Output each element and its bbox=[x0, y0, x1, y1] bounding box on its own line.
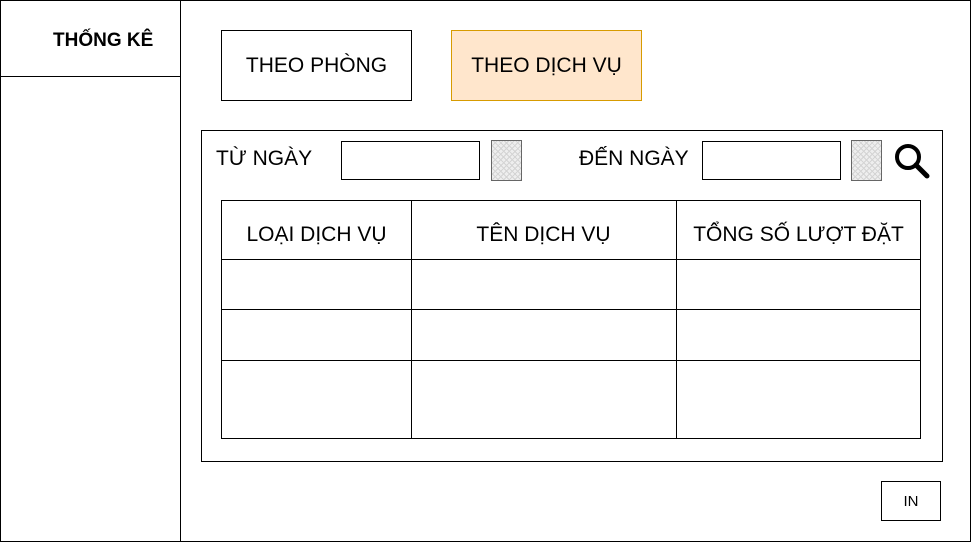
sidebar-title: THỐNG KÊ bbox=[53, 30, 154, 51]
row-divider bbox=[222, 309, 920, 310]
table-row[interactable] bbox=[222, 361, 920, 438]
to-date-calendar-button[interactable] bbox=[851, 140, 882, 181]
table-row[interactable] bbox=[222, 310, 920, 360]
tab-by-service[interactable]: THEO DỊCH VỤ bbox=[451, 30, 642, 101]
column-divider bbox=[676, 201, 677, 439]
print-button[interactable]: IN bbox=[881, 481, 941, 521]
sidebar: THỐNG KÊ bbox=[0, 0, 181, 541]
row-divider bbox=[222, 259, 920, 260]
service-stats-table: LOẠI DỊCH VỤ TÊN DỊCH VỤ TỔNG SỐ LƯỢT ĐẶ… bbox=[221, 200, 921, 439]
row-divider bbox=[222, 360, 920, 361]
column-header-service-type: LOẠI DỊCH VỤ bbox=[246, 223, 387, 246]
search-icon[interactable] bbox=[893, 142, 931, 180]
to-date-input[interactable] bbox=[702, 141, 841, 180]
column-header-total-bookings: TỔNG SỐ LƯỢT ĐẶT bbox=[693, 223, 904, 246]
to-date-label: ĐẾN NGÀY bbox=[579, 147, 689, 170]
sidebar-item-statistics[interactable]: THỐNG KÊ bbox=[0, 0, 180, 77]
table-row[interactable] bbox=[222, 260, 920, 309]
from-date-label: TỪ NGÀY bbox=[216, 147, 313, 170]
from-date-calendar-button[interactable] bbox=[491, 140, 522, 181]
column-header-service-name: TÊN DỊCH VỤ bbox=[476, 223, 611, 246]
filter-panel bbox=[201, 130, 943, 462]
tab-by-room[interactable]: THEO PHÒNG bbox=[221, 30, 412, 101]
from-date-input[interactable] bbox=[341, 141, 480, 180]
column-divider bbox=[411, 201, 412, 439]
